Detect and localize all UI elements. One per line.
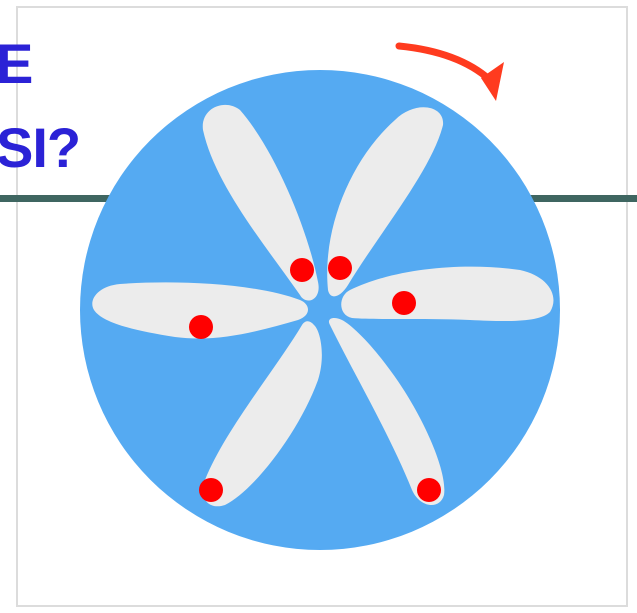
marker-left bbox=[189, 315, 213, 339]
rotation-arrow-arc bbox=[399, 46, 490, 80]
marker-upper-right bbox=[328, 256, 352, 280]
rotation-arrow-head bbox=[481, 62, 504, 101]
marker-right bbox=[392, 291, 416, 315]
marker-upper-left bbox=[290, 258, 314, 282]
marker-lower-left bbox=[199, 478, 223, 502]
marker-lower-right bbox=[417, 478, 441, 502]
